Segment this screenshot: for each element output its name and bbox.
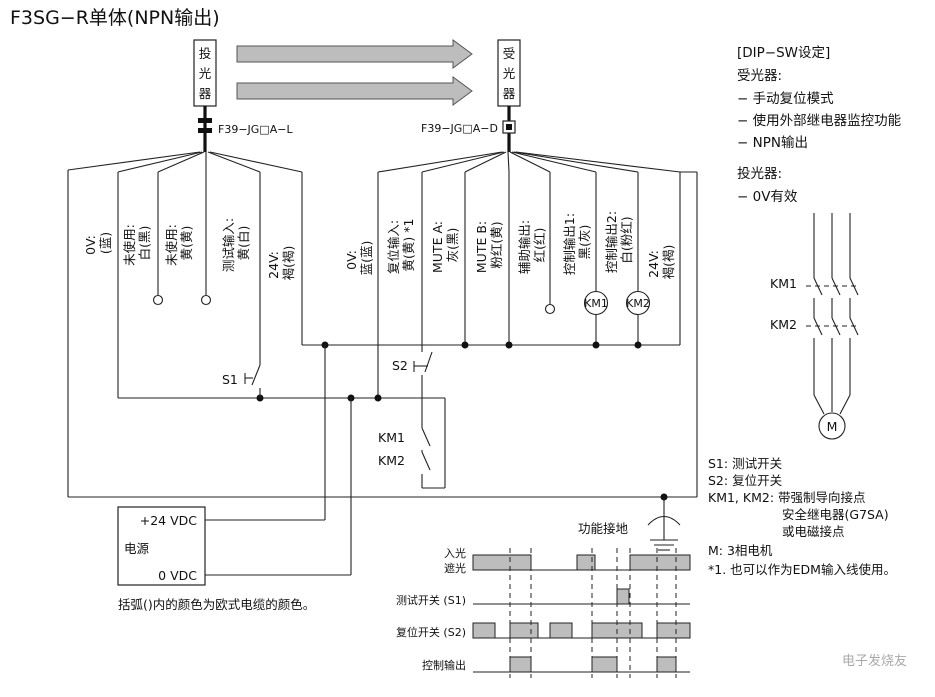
receiver-unit: 受 光 器 F39−JG□A−D [421,39,521,152]
functional-ground-label: 功能接地 [578,521,629,536]
receiver-label-2: 光 [503,66,516,81]
watermark: 电子发烧友 [842,653,907,669]
dip-emitter-heading: 投光器: [737,166,782,182]
receiver-wire-mute-a-label: MUTE A: [430,221,445,273]
svg-text:24V: 褐(褐): 24V: 褐(褐) [266,246,296,281]
legend-s2: S2: 复位开关 [708,473,782,488]
receiver-wire-control-output-2-label: 控制输出2: [604,211,619,273]
svg-text:未使用: 黄(黄): 未使用: 黄(黄) [164,220,194,266]
motor-km2-label: KM2 [770,317,797,332]
bus-lines: S1 S2 KM1 KM2 [68,171,698,576]
svg-text:测试输入: 黄(白): 测试输入: 黄(白) [221,214,251,272]
s1-switch-label: S1 [222,372,238,387]
emitter-wire-unused-2-label: 未使用: [164,224,179,266]
svg-text:24V: 褐(褐): 24V: 褐(褐) [646,245,676,280]
emitter-wire-0v-label: 0V: [83,235,98,255]
receiver-label-3: 器 [503,86,516,101]
dip-emitter-item: − 0V有效 [737,189,798,205]
receiver-wire-mute-b-label: MUTE B: [474,221,489,273]
svg-text:MUTE B: 粉红(黄): MUTE B: 粉红(黄) [474,217,504,273]
emitter-label-3: 器 [199,86,212,101]
svg-text:控制输出1: 黑(灰): 控制输出1: 黑(灰) [562,209,592,275]
dip-receiver-item: − NPN输出 [737,135,808,151]
motor-km1-label: KM1 [770,276,797,291]
beam-arrow-icon [236,76,473,106]
emitter-unit: 投 光 器 F39−JG□A−L [193,39,293,152]
receiver-wire-control-output-1-label: 控制输出1: [562,213,577,275]
svg-text:MUTE A: 灰(黑): MUTE A: 灰(黑) [430,217,460,273]
emitter-wire-24v-label: 24V: [266,251,281,279]
receiver-wire-reset-input-label: 复位输入: [386,220,401,274]
s2-switch-label: S2 [392,358,408,373]
legend-motor: M: 3相电机 [708,543,773,558]
receiver-connector-label: F39−JG□A−D [421,122,498,135]
receiver-wire-0v-label: 0V: [344,250,359,270]
diagram-title: F3SG−R单体(NPN输出) [10,7,220,29]
motor-circuit: M KM1 KM2 [770,213,859,440]
unused-terminal-icon [200,294,212,306]
receiver-wires: KM1 KM2 [377,151,681,398]
power-label: 电源 [124,541,150,556]
emitter-label-1: 投 [199,46,212,61]
cable-color-note: 括弧()内的颜色为欧式电缆的颜色。 [118,597,315,612]
dip-receiver-heading: 受光器: [737,68,782,84]
power-plus-label: +24 VDC [140,513,198,528]
svg-text:辅助输出: 红(红): 辅助输出: 红(红) [517,216,547,274]
legend-note1: *1. 也可以作为EDM输入线使用。 [708,562,896,577]
emitter-wire-test-input-label: 测试输入: [221,218,236,272]
legend-km-line2: 安全继电器(G7SA) [782,507,889,522]
dip-heading: [DIP−SW设定] [737,45,830,61]
motor-icon [818,412,846,440]
legend-km-line3: 或电磁接点 [782,524,845,539]
svg-text:KM2: KM2 [626,297,650,310]
legend-km: KM1, KM2: 带强制导向接点 [708,490,866,505]
emitter-wire-unused-1-label: 未使用: [122,224,137,266]
receiver-label-1: 受 [503,46,516,61]
receiver-wire-24v-label: 24V: [646,250,661,278]
emitter-connector-icon [198,118,212,123]
beam-arrow-icon [236,39,473,69]
svg-text:复位输入: 黄(黄) *1: 复位输入: 黄(黄) *1 [386,216,416,274]
functional-ground-icon: 功能接地 [578,515,681,551]
motor-label: M [827,419,838,434]
receiver-wire-labels: 0V: 蓝(蓝) 复位输入: 黄(黄) *1 MUTE A: 灰(黑) MUTE… [344,207,676,280]
svg-text:遮光: 遮光 [444,561,466,575]
timing-label-reset-switch: 复位开关 (S2) [396,625,466,639]
svg-text:0V: (蓝): 0V: (蓝) [83,231,113,255]
emitter-label-2: 光 [199,66,212,81]
timing-label-control-output: 控制输出 [422,658,466,672]
emitter-connector-label: F39−JG□A−L [218,123,293,136]
beam-arrows [236,39,473,106]
timing-label-test-switch: 测试开关 (S1) [396,593,466,607]
timing-chart: 入光 遮光 测试开关 (S1) 复位开关 (S2) 控制输出 [396,546,691,678]
power-zero-label: 0 VDC [158,568,197,583]
power-supply: +24 VDC 电源 0 VDC [117,506,206,586]
legend: S1: 测试开关 S2: 复位开关 KM1, KM2: 带强制导向接点 安全继电… [708,456,896,577]
svg-text:未使用: 白(黑): 未使用: 白(黑) [122,220,152,266]
dip-settings: [DIP−SW设定] 受光器: − 手动复位模式 − 使用外部继电器监控功能 −… [737,45,901,205]
km1-contact-label: KM1 [378,430,405,445]
timing-label-light: 入光 [444,546,466,560]
legend-s1: S1: 测试开关 [708,456,782,471]
emitter-wire-labels: 0V: (蓝) 未使用: 白(黑) 未使用: 黄(黄) 测试输入: 黄(白) 2… [83,214,296,281]
emitter-wires [67,151,303,497]
receiver-wire-aux-output-label: 辅助输出: [517,220,532,274]
svg-text:控制输出2: 白(粉红): 控制输出2: 白(粉红) [604,207,634,273]
km2-contact-label: KM2 [378,453,405,468]
svg-text:KM1: KM1 [584,297,608,310]
dip-receiver-item: − 手动复位模式 [737,90,834,107]
svg-text:0V: 蓝(蓝): 0V: 蓝(蓝) [344,241,374,276]
unused-terminal-icon [152,294,164,306]
dip-receiver-item: − 使用外部继电器监控功能 [737,112,901,129]
aux-output-terminal-icon [544,303,556,315]
